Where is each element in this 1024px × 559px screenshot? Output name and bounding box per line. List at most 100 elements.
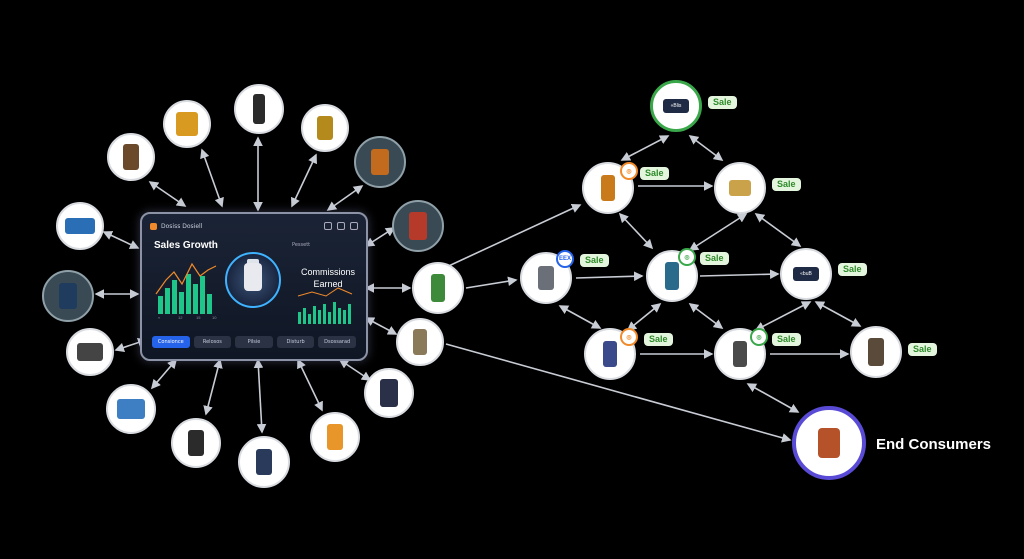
- commission-badge-icon: ◎: [750, 328, 768, 346]
- product-bottle-icon: [380, 379, 398, 407]
- product-bottle-icon: [317, 116, 333, 140]
- seller-node[interactable]: [714, 162, 766, 214]
- sale-badge: Sale: [838, 263, 867, 276]
- end-consumer-node[interactable]: [792, 406, 866, 480]
- product-bottle-icon: [371, 149, 389, 175]
- arrow-icon: [445, 343, 792, 443]
- top-seller-node[interactable]: «Blis: [650, 80, 702, 132]
- sale-badge: Sale: [708, 96, 737, 109]
- sales-growth-title: Sales Growth: [154, 240, 218, 251]
- product-node[interactable]: [354, 136, 406, 188]
- product-node[interactable]: [56, 202, 104, 250]
- product-bottle-icon: [601, 175, 615, 201]
- product-bottle-icon: [59, 283, 77, 309]
- product-bottle-icon: [188, 430, 204, 456]
- axis-tick: 12: [178, 315, 183, 320]
- commissions-earned-title: Commissions Earned: [300, 267, 355, 289]
- product-node[interactable]: [310, 412, 360, 462]
- product-bottle-icon: [225, 252, 281, 308]
- app-title: Dosiss Dosiell: [161, 222, 203, 230]
- arrow-icon: [439, 204, 582, 271]
- product-bottle-icon: [818, 428, 840, 458]
- product-node[interactable]: [171, 418, 221, 468]
- arrow-icon: [150, 358, 178, 390]
- axis-tick: 10: [212, 315, 217, 320]
- product-bottle-icon: [65, 218, 95, 234]
- tab-consionce[interactable]: Consionce: [152, 336, 190, 348]
- sale-badge: Sale: [700, 252, 729, 265]
- seller-node[interactable]: [850, 326, 902, 378]
- product-bottle-icon: [123, 144, 139, 170]
- commission-badge-icon: ◎: [620, 162, 638, 180]
- product-bottle-icon: [117, 399, 145, 419]
- product-node[interactable]: [163, 100, 211, 148]
- arrow-icon: [253, 358, 267, 434]
- product-bottle-icon: [253, 94, 265, 124]
- sales-trend-line: [155, 262, 217, 295]
- sale-badge: Sale: [580, 254, 609, 267]
- commission-bars: [298, 302, 351, 324]
- seller-node[interactable]: [582, 162, 634, 214]
- product-node[interactable]: [107, 133, 155, 181]
- product-bottle-icon: [413, 329, 427, 355]
- arrow-icon: [203, 358, 223, 416]
- product-bottle-icon: [868, 338, 884, 366]
- commission-badge-icon: ◎: [620, 328, 638, 346]
- arrow-icon: [291, 153, 317, 208]
- window-icon[interactable]: [350, 222, 358, 230]
- seller-node[interactable]: [584, 328, 636, 380]
- arrow-icon: [699, 269, 780, 280]
- user-icon[interactable]: [337, 222, 345, 230]
- product-node[interactable]: [106, 384, 156, 434]
- product-node[interactable]: [238, 436, 290, 488]
- dashboard-header: Dosiss Dosiell: [150, 220, 358, 232]
- product-bottle-icon: [538, 266, 554, 290]
- tab-dsossarad[interactable]: Dsossarad: [318, 336, 356, 348]
- arrow-icon: [338, 359, 372, 381]
- product-bottle-icon: [603, 341, 617, 367]
- product-node[interactable]: [396, 318, 444, 366]
- product-bottle-icon: [665, 262, 679, 290]
- product-node[interactable]: [412, 262, 464, 314]
- arrow-icon: [465, 276, 518, 289]
- arrow-icon: [620, 135, 670, 161]
- sale-badge: Sale: [772, 333, 801, 346]
- product-node[interactable]: [301, 104, 349, 152]
- eex-badge: EEX: [556, 250, 574, 268]
- sale-badge: Sale: [640, 167, 669, 180]
- arrow-icon: [814, 301, 862, 327]
- param-label: Pessett: [292, 242, 311, 248]
- product-bottle-icon: [409, 212, 427, 240]
- arrow-icon: [297, 358, 323, 412]
- sales-dashboard: Dosiss Dosiell Sales Growth Pessett Comm…: [140, 212, 368, 361]
- arrow-icon: [575, 271, 644, 282]
- tab-relosos[interactable]: Relosos: [193, 336, 232, 348]
- app-logo-icon: [150, 222, 157, 230]
- arrow-icon: [688, 213, 748, 251]
- top-node-label: «Blis: [663, 99, 689, 113]
- arrow-icon: [364, 227, 396, 247]
- product-bottle-icon: [77, 343, 103, 361]
- product-node[interactable]: [66, 328, 114, 376]
- seller-node[interactable]: «buB: [780, 248, 832, 300]
- sales-growth-chart: [155, 262, 353, 324]
- settings-icon[interactable]: [324, 222, 332, 230]
- product-node[interactable]: [364, 368, 414, 418]
- arrow-icon: [688, 135, 724, 161]
- tab-pilsie[interactable]: Pilsie: [235, 336, 273, 348]
- product-bottle-icon: [729, 180, 751, 196]
- product-node[interactable]: [234, 84, 284, 134]
- arrow-icon: [626, 302, 662, 332]
- product-bottle-icon: [327, 424, 343, 450]
- arrow-icon: [746, 383, 800, 413]
- arrow-icon: [618, 212, 654, 250]
- axis-tick: 15: [196, 315, 201, 320]
- arrow-icon: [326, 185, 364, 211]
- arrow-icon: [754, 213, 802, 247]
- product-node[interactable]: [42, 270, 94, 322]
- tab-disturb[interactable]: Disturb: [276, 336, 315, 348]
- product-node[interactable]: [392, 200, 444, 252]
- commission-badge-icon: ◎: [678, 248, 696, 266]
